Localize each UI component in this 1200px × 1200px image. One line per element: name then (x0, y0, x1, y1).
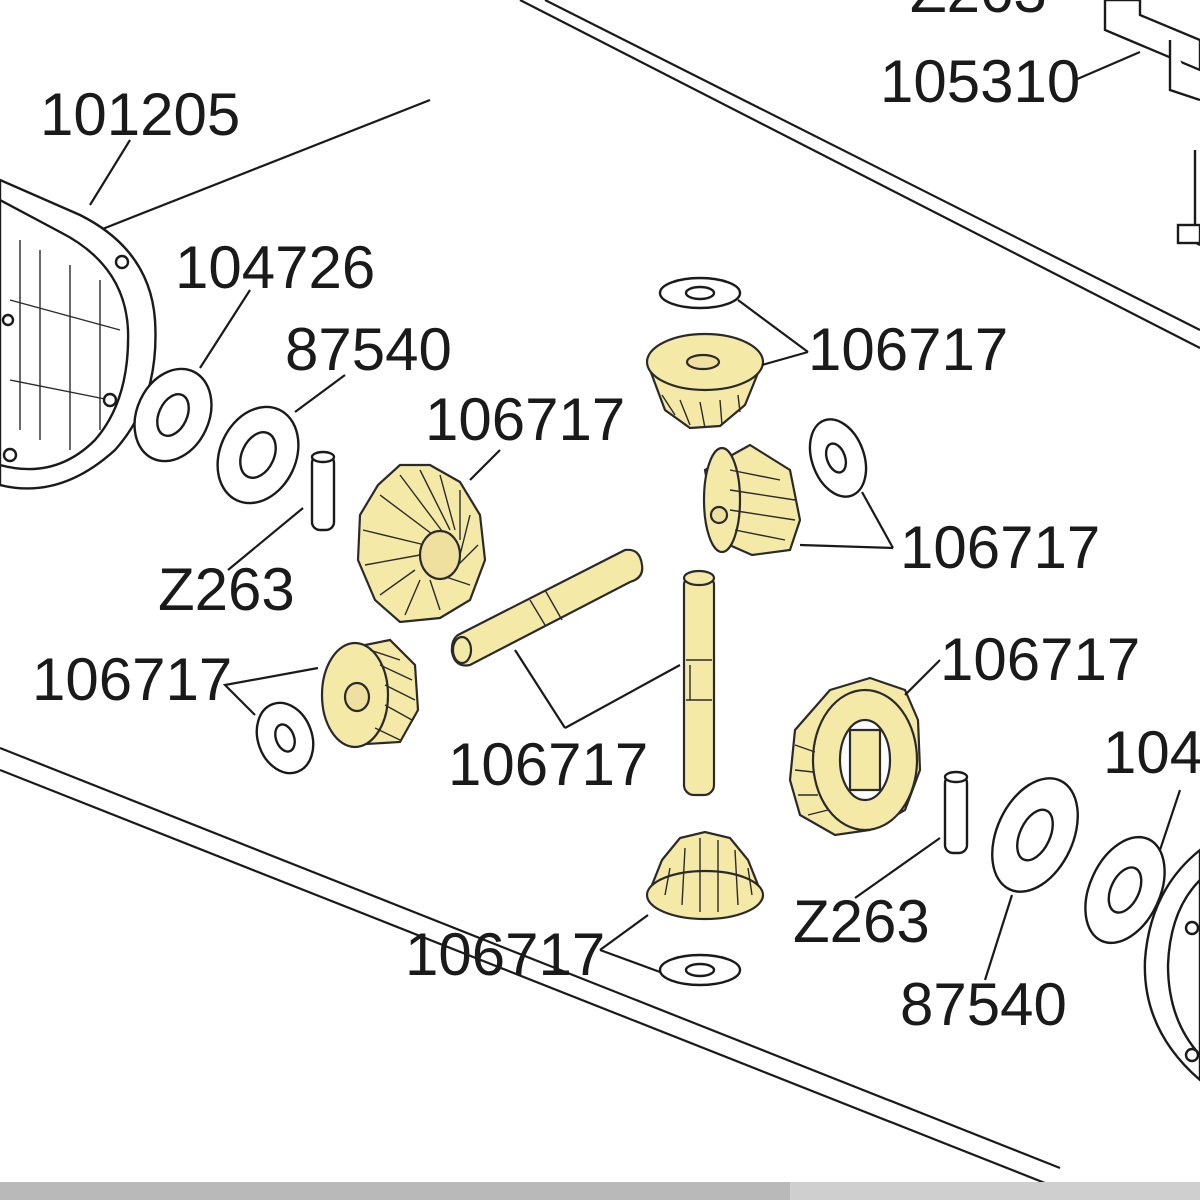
pin-z263-left (227, 450, 336, 571)
pinion-gear-bottom (599, 830, 765, 951)
label-87540-left: 87540 (285, 316, 452, 383)
diff-housing-right (1143, 848, 1200, 1082)
scrollbar-thumb[interactable] (0, 1182, 790, 1200)
pin-z263-right (854, 770, 969, 899)
bracket-105310 (1103, 0, 1200, 247)
label-104726: 104726 (175, 234, 375, 301)
label-z263-right: Z263 (793, 888, 930, 955)
pinion-gear-right (702, 443, 894, 557)
side-gear-right (788, 659, 941, 837)
side-gear-left (356, 449, 501, 624)
washer-top (658, 276, 809, 353)
label-106717-shafts: 106717 (448, 731, 648, 798)
cross-shaft-diagonal (450, 548, 644, 729)
label-z263-left: Z263 (158, 556, 295, 623)
label-106717-bottom: 106717 (405, 921, 605, 988)
washer-right-upper (808, 418, 894, 549)
washer-left-lower (222, 666, 319, 775)
washer-104726-left (133, 289, 251, 463)
label-106717-right-ring: 106717 (940, 626, 1140, 693)
pinion-gear-top (645, 332, 809, 430)
part-labels: Z263 105310 101205 104726 87540 106717 1… (32, 0, 1200, 1038)
washer-104726-right (1084, 789, 1182, 945)
washer-87540-right (983, 777, 1079, 981)
label-87540-right: 87540 (900, 971, 1067, 1038)
label-1047-right: 1047 (1103, 719, 1200, 786)
pinion-gear-left (320, 638, 420, 749)
label-z263-top: Z263 (910, 0, 1047, 25)
label-105310: 105310 (880, 48, 1080, 115)
label-106717-upper-gear: 106717 (425, 386, 625, 453)
washer-bottom (599, 948, 742, 987)
diff-housing-101205 (0, 139, 157, 490)
label-106717-top-right: 106717 (808, 316, 1008, 383)
washer-87540-left (216, 374, 346, 505)
cross-shaft-vertical (564, 569, 716, 797)
label-106717-right-gear: 106717 (900, 514, 1100, 581)
label-101205: 101205 (40, 81, 240, 148)
label-106717-left: 106717 (32, 646, 232, 713)
